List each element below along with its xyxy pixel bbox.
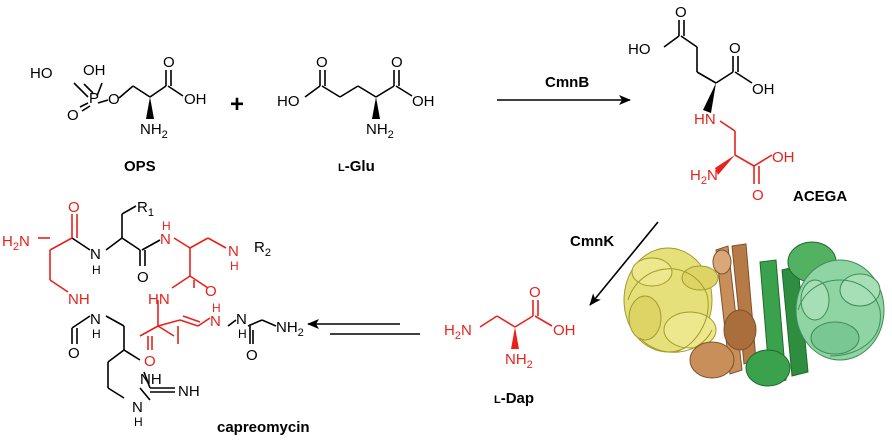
cap-o5-label: O (144, 353, 156, 370)
ops-oh-label: OH (83, 62, 106, 79)
cap-hn-d-label: HN (148, 291, 170, 308)
acega-wedge-top (703, 83, 716, 113)
ldap-structure (479, 300, 553, 328)
ldap-oh-label: OH (553, 322, 576, 339)
ldap-wedge (511, 327, 519, 349)
capreomycin-atoms: H2N O R1 N H O N H N H R2 O NH HN O O N … (2, 199, 304, 429)
acega-o-top-label: O (675, 4, 687, 21)
cap-nh-f-h-label: H (212, 301, 221, 315)
acega-name: ACEGA (793, 188, 847, 205)
acega-hn-label: HN (694, 111, 716, 128)
capreomycin-structure-black (71, 205, 277, 401)
cap-h2n-label: H2N (2, 233, 30, 253)
cap-nh-imine-label: NH (178, 383, 200, 400)
cap-nh-c-label: NH (68, 291, 90, 308)
ops-atoms: HO OH P O O O OH NH2 (30, 54, 207, 141)
ops-structure (73, 70, 184, 119)
lglu-ho-label: HO (277, 93, 300, 110)
lglu-atoms: HO O O OH NH2 (277, 54, 435, 141)
ops-name: OPS (124, 158, 156, 175)
cap-nh-r2-h-label: H (230, 259, 239, 273)
cap-r2-label: R2 (254, 239, 271, 259)
protein-lightgreen-domain (795, 259, 885, 361)
protein-tan-domain (689, 243, 757, 379)
cap-o1-label: O (68, 199, 80, 216)
lglu-oh-label: OH (412, 93, 435, 110)
ldap-nh2-label: NH2 (505, 351, 533, 371)
cmnk-arrow (589, 221, 659, 306)
capreomycin-name: capreomycin (217, 419, 310, 436)
acega-o-acid-label: O (729, 40, 741, 57)
acega-atoms: HO O O OH HN H2N OH O (628, 4, 795, 204)
lglu-structure (304, 70, 413, 119)
ops-o-acid-label: O (163, 54, 175, 71)
cap-nh2-label: NH2 (276, 319, 304, 339)
cmnk-protein-structure (623, 241, 885, 387)
lglu-o2-label: O (391, 54, 403, 71)
cap-r1-label: R1 (137, 199, 154, 219)
lglu-o1-label: O (316, 54, 328, 71)
ldap-o-label: O (529, 284, 541, 301)
ldap-name: L-Dap (494, 390, 534, 407)
ldap-h2n-label: H2N (444, 322, 472, 342)
cap-nh-e-h-label: H (92, 327, 101, 341)
cap-nh-ring2-label: N (132, 399, 143, 416)
cap-nh-g-label: N (236, 311, 247, 328)
acega-structure-red (719, 120, 773, 184)
ops-ho-label: HO (30, 65, 53, 82)
acega-oh-acid-label: OH (752, 81, 775, 98)
acega-structure-black (663, 20, 753, 84)
ops-p-label: P (89, 90, 99, 107)
cmnk-label: CmnK (570, 233, 614, 250)
cap-o6-label: O (246, 347, 258, 364)
acega-ho-top-label: HO (628, 41, 651, 58)
capreomycin-structure-red (38, 214, 227, 350)
cap-nh-b-label: N (160, 231, 171, 248)
cap-nh-ring2-h-label: H (134, 415, 143, 429)
lglu-nh2-label: NH2 (366, 121, 394, 141)
cap-nh-e-label: N (90, 311, 101, 328)
ops-nh2-label: NH2 (140, 121, 168, 141)
cap-nh-f-label: N (210, 313, 221, 330)
lglu-name: L-Glu (338, 158, 375, 175)
protein-yellow-domain (623, 247, 719, 353)
ops-o-ester-label: O (108, 91, 120, 108)
cmnb-label: CmnB (545, 74, 589, 91)
acega-o-bottom-label: O (752, 187, 764, 204)
cap-nh-a-h-label: H (92, 263, 101, 277)
cap-nh-a-label: N (90, 246, 101, 263)
cap-nh-r2-label: N (228, 243, 239, 260)
plus-sign: + (230, 91, 244, 118)
cap-nh-b-h-label: H (162, 219, 171, 233)
cap-o2-label: O (137, 269, 149, 286)
cap-o4-label: O (68, 345, 80, 362)
ldap-atoms: H2N O OH NH2 (444, 284, 576, 371)
ops-o-double-label: O (67, 107, 79, 124)
acega-wedge-bottom (715, 155, 735, 175)
acega-oh-bottom-label: OH (772, 149, 795, 166)
cap-nh-ring1-label: NH (140, 371, 162, 388)
acega-h2n-label: H2N (690, 167, 718, 187)
ops-oh-acid-label: OH (184, 91, 207, 108)
cap-o3-label: O (205, 283, 217, 300)
cap-nh-g-h-label: H (238, 327, 247, 341)
